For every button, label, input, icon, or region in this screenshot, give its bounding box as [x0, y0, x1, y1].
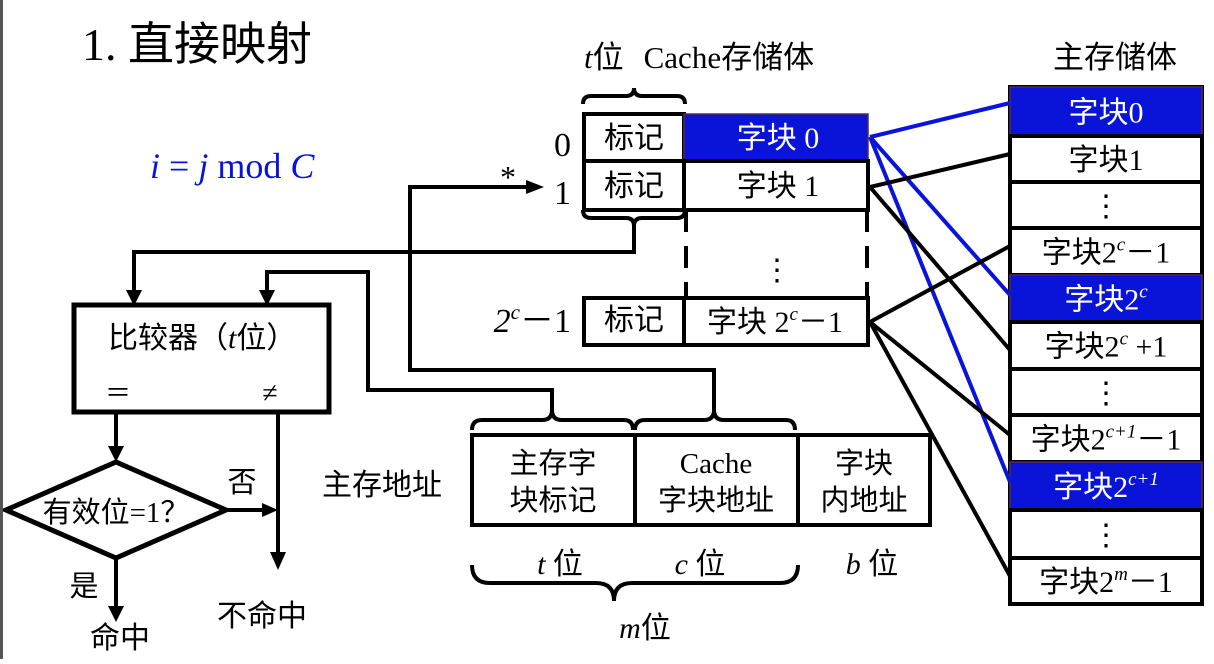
tag-output-brace [581, 209, 687, 227]
memory-row-label: 字块2c+1 [1053, 469, 1159, 504]
address-tag-brace [470, 409, 635, 431]
memory-row-label: 字块1 [1069, 144, 1144, 177]
map-line-block0-mem2c [868, 135, 1012, 297]
cache-block-cell-0 [683, 113, 869, 162]
decision-label: 有效位=1？ [43, 496, 190, 529]
arrow-head-index [526, 180, 544, 194]
mapping-lines [868, 101, 1012, 577]
memory-row-label: 字块2c [1064, 282, 1148, 317]
memory-row-cell [1008, 226, 1204, 277]
address-tag-to-comparator-line [265, 270, 554, 415]
mapping-formula: i = j mod C [150, 146, 315, 186]
cache-tag-label-0: 标记 [604, 122, 664, 155]
comparator-box [71, 302, 332, 415]
cache-tag-cell-1 [582, 159, 686, 212]
slide-title: 1. 直接映射 [82, 19, 312, 70]
comparator-notequal-output: ≠ [262, 378, 277, 409]
memory-row-cell [1009, 86, 1203, 137]
arrow-head-yes [108, 606, 124, 622]
index-bits-label: c 位 [675, 548, 726, 581]
address-field-offset [796, 433, 932, 527]
map-line-block0-mem0 [869, 101, 1011, 139]
memory-row-cell [1009, 274, 1203, 323]
memory-row-label: 字块2c+1－1 [1031, 422, 1182, 457]
comparator-label: 比较器（t位） [108, 322, 296, 355]
map-line-blocklast-mem2mm1 [868, 321, 1012, 577]
address-field-tag-line1: 主存字 [509, 447, 596, 480]
address-field-offset-line2: 内地址 [820, 484, 907, 517]
memory-row-cell [1008, 556, 1204, 606]
offset-bits-label: b 位 [846, 548, 899, 581]
address-index-to-cache-line [408, 185, 716, 415]
map-line-block1-mem2c1p [868, 185, 1012, 352]
memory-row-label: 字块2c－1 [1042, 235, 1170, 270]
memory-row-cell [1008, 134, 1204, 184]
address-index-brace [633, 409, 797, 431]
address-field-cache-index [633, 433, 800, 527]
cache-block-label-1: 字块 1 [737, 170, 820, 203]
tag-width-brace [581, 87, 687, 105]
cache-tag-label-last: 标记 [604, 304, 664, 337]
tag-bits-label: t 位 [537, 548, 583, 581]
memory-row-cell [1008, 367, 1204, 417]
arrow-head-no [262, 503, 278, 517]
cache-block-label-0: 字块 0 [737, 122, 820, 155]
total-bits-brace [470, 564, 800, 602]
memory-row-label: 字块2m－1 [1039, 564, 1173, 599]
cache-index-1: 1 [554, 175, 571, 212]
address-field-offset-line1: 字块 [835, 447, 893, 480]
map-line-blocklast-mem2cm1 [869, 244, 1011, 324]
arrow-head-miss [270, 552, 286, 570]
pointer-star: * [500, 159, 516, 195]
memory-ellipsis: ⋮ [1091, 377, 1121, 410]
map-line-blocklast-mem2c1m1 [868, 320, 1012, 437]
total-bits-label: m位 [619, 612, 671, 645]
hit-result: 命中 [90, 622, 150, 655]
memory-row-cell [1009, 461, 1203, 511]
cache-block-label-last: 字块 2c－1 [707, 304, 843, 339]
arrow-head-tag [126, 290, 142, 306]
cache-index-last: 2c－1 [494, 300, 571, 340]
address-field-index-line2: 字块地址 [658, 484, 774, 517]
map-line-block0-mem2c1 [868, 136, 1012, 483]
cache-ellipsis: ⋮ [762, 254, 792, 287]
memory-row-label: 字块2c +1 [1045, 329, 1168, 364]
cache-tag-label-1: 标记 [604, 170, 664, 203]
decision-no-label: 否 [227, 467, 256, 499]
address-label: 主存地址 [322, 469, 442, 502]
memory-ellipsis: ⋮ [1091, 190, 1121, 223]
decision-yes-label: 是 [69, 571, 98, 603]
arrow-head-equal [108, 446, 124, 462]
address-field-tag-line2: 块标记 [509, 484, 596, 517]
memory-table: 字块0 字块1 ⋮ 字块2c－1 字块2c 字块2c +1 ⋮ 字块2c+1－1 字块2c+1 ⋮… [1008, 85, 1204, 606]
miss-result: 不命中 [217, 600, 307, 633]
memory-row-cell [1008, 413, 1204, 464]
memory-row-cell [1008, 508, 1204, 560]
comparator-equal-output: ＝ [105, 379, 131, 408]
cache-block-cell-1 [682, 159, 870, 212]
cache-block-cell-last [682, 296, 870, 347]
arrow-head-addr-tag [259, 290, 275, 306]
address-field-index-line1: Cache [680, 448, 752, 480]
memory-ellipsis: ⋮ [1091, 519, 1121, 552]
left-border [0, 0, 3, 659]
cache-index-0: 0 [554, 127, 571, 164]
cache-table: 标记 字块 0 标记 字块 1 ⋮ 标记 字块 2c－1 0 1 2c－1 [494, 112, 870, 347]
memory-row-label: 字块0 [1069, 97, 1144, 130]
map-line-block1-mem1 [869, 152, 1011, 189]
memory-title: 主存储体 [1053, 40, 1177, 75]
tag-to-comparator-line [132, 226, 636, 298]
